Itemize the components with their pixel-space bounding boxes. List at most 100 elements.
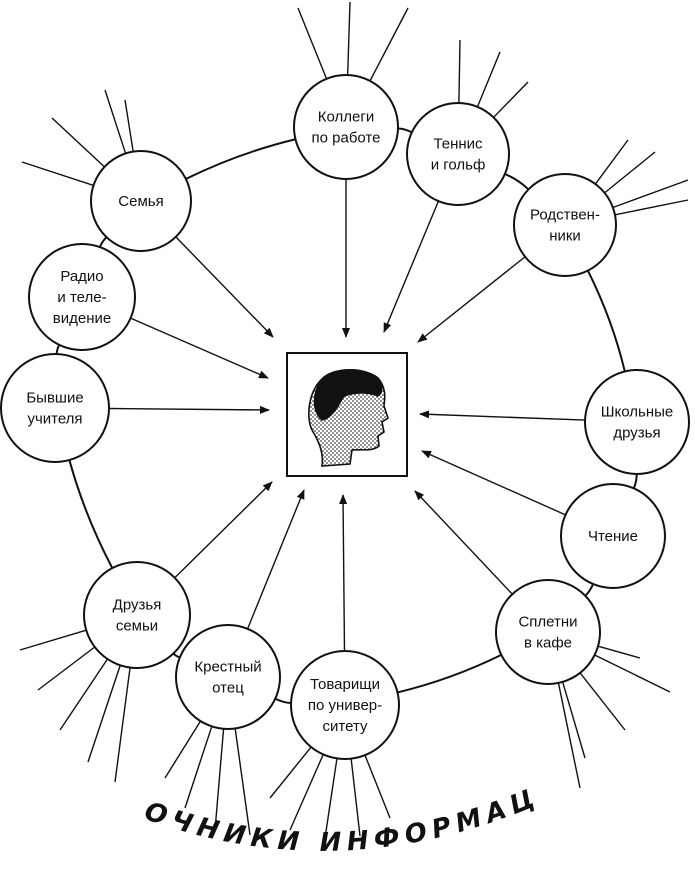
source-arrow	[339, 494, 348, 652]
node-circle	[495, 579, 601, 685]
ring-connector	[586, 270, 626, 372]
ring-connector	[397, 654, 502, 694]
source-arrow	[175, 236, 274, 338]
ray-line	[324, 758, 338, 839]
source-arrow	[130, 317, 269, 379]
ray-line	[114, 667, 131, 783]
ring-connector	[55, 344, 61, 355]
node-circles: Коллеги по работе Теннис и гольфРодствен-ни…	[0, 74, 690, 760]
ray-line	[104, 89, 127, 154]
arrow-lines	[108, 179, 586, 652]
node-circle	[293, 74, 399, 180]
node-circle	[584, 369, 690, 475]
node-circle	[406, 102, 510, 206]
node-label: Коллеги	[318, 109, 374, 126]
ray-line	[557, 682, 581, 789]
ray-line	[476, 51, 501, 108]
head-profile-icon	[308, 369, 389, 467]
source-node-tovarishchi: Товарищи по универ-ситету	[290, 650, 400, 760]
node-circle	[175, 624, 281, 730]
ring-connector	[98, 236, 108, 248]
ray-line	[346, 1, 351, 76]
node-label: и гольф	[431, 157, 486, 174]
center-head-box	[286, 352, 408, 477]
node-label: ники	[549, 228, 581, 245]
ring-connector	[584, 583, 595, 597]
ray-line	[594, 654, 671, 693]
node-label: Школьные	[601, 404, 673, 421]
node-label: Родствен-	[530, 207, 600, 224]
node-label: Теннис	[433, 136, 483, 153]
ray-line	[234, 728, 251, 836]
node-label: друзья	[613, 425, 660, 442]
source-arrow	[421, 450, 566, 516]
ring-connector	[632, 473, 638, 489]
ray-line	[458, 39, 461, 104]
node-label: и теле-	[57, 289, 106, 306]
source-node-kollegi: Коллеги по работе	[293, 74, 399, 180]
ring-connector	[68, 459, 114, 569]
ray-line	[350, 758, 361, 837]
ray-line	[59, 658, 109, 731]
node-label: учителя	[27, 411, 82, 428]
ray-line	[594, 139, 629, 185]
source-arrow	[246, 489, 305, 630]
source-arrow	[174, 481, 273, 579]
ray-line	[604, 151, 656, 194]
ray-line	[369, 7, 409, 82]
node-circle	[0, 353, 110, 463]
node-label: Сплетни	[518, 614, 577, 631]
node-label: Крестный	[194, 659, 261, 676]
node-circle	[290, 650, 400, 760]
ray-line	[37, 646, 96, 691]
ray-line	[164, 720, 202, 779]
node-label: в кафе	[524, 635, 572, 652]
source-node-krestny: Крестный отец	[175, 624, 281, 730]
node-label: ситету	[323, 718, 368, 735]
ray-line	[124, 99, 134, 152]
ray-line	[614, 199, 689, 216]
ray-line	[579, 672, 626, 731]
ring-connector	[397, 127, 413, 134]
node-label: Друзья	[113, 597, 162, 614]
source-node-spletni: Сплетни в кафе	[495, 579, 601, 685]
ray-line	[184, 726, 213, 809]
node-label: по универ-	[308, 697, 382, 714]
node-label: по работе	[312, 130, 381, 147]
source-arrow	[108, 405, 270, 414]
ray-line	[214, 728, 225, 831]
ray-line	[269, 746, 312, 799]
source-arrow	[383, 200, 440, 333]
node-circle	[83, 561, 191, 669]
node-circle	[90, 150, 192, 252]
ray-line	[289, 754, 324, 831]
node-label: семьи	[116, 618, 158, 635]
source-node-chtenie: Чтение	[560, 483, 666, 589]
ray-line	[51, 117, 105, 168]
source-node-semya: Семья	[90, 150, 192, 252]
source-arrow	[419, 410, 586, 421]
ray-line	[297, 7, 328, 80]
ray-line	[561, 681, 586, 759]
source-node-rodstvenniki: Родствен-ники	[513, 173, 617, 277]
ray-line	[493, 81, 529, 118]
node-label: Радио	[60, 268, 103, 285]
source-arrow	[417, 256, 526, 343]
ring-connector	[172, 652, 181, 659]
ray-lines	[19, 1, 689, 839]
ring-connector	[274, 697, 292, 704]
ray-line	[364, 754, 391, 819]
node-circle	[513, 173, 617, 277]
ray-line	[612, 179, 689, 209]
source-node-tennis: Теннис и гольф	[406, 102, 510, 206]
node-label: Товарищи	[310, 676, 380, 693]
node-label: отец	[212, 680, 244, 697]
ray-line	[597, 645, 641, 659]
source-arrow	[414, 490, 513, 595]
node-circle	[28, 243, 136, 351]
ring-connector	[185, 138, 296, 180]
